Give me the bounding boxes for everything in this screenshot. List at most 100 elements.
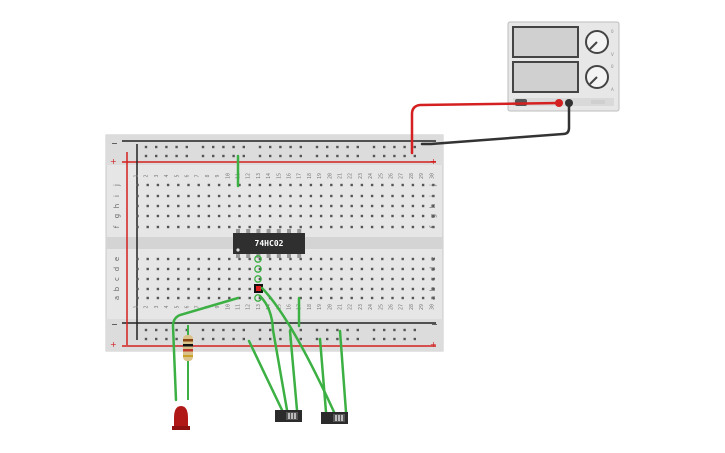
breadboard-hole[interactable]	[381, 214, 384, 218]
breadboard-hole[interactable]	[319, 277, 323, 281]
breadboard-hole[interactable]	[258, 296, 262, 300]
breadboard-hole[interactable]	[279, 277, 282, 281]
breadboard-hole[interactable]	[289, 296, 292, 300]
breadboard-hole[interactable]	[187, 267, 190, 271]
breadboard-hole[interactable]	[411, 277, 415, 281]
breadboard-hole[interactable]	[258, 204, 262, 208]
rail-hole[interactable]	[165, 154, 168, 158]
breadboard-hole[interactable]	[156, 194, 160, 198]
breadboard-hole[interactable]	[279, 194, 282, 198]
breadboard-hole[interactable]	[289, 183, 292, 187]
breadboard-hole[interactable]	[279, 183, 282, 187]
rail-hole[interactable]	[144, 337, 148, 341]
breadboard-hole[interactable]	[197, 204, 200, 208]
breadboard-hole[interactable]	[166, 287, 170, 291]
rail-hole[interactable]	[356, 337, 359, 341]
breadboard-hole[interactable]	[289, 194, 292, 198]
rail-hole[interactable]	[201, 145, 205, 149]
rail-hole[interactable]	[242, 145, 245, 149]
breadboard-hole[interactable]	[166, 183, 170, 187]
rail-hole[interactable]	[372, 145, 376, 149]
breadboard-hole[interactable]	[432, 183, 435, 187]
rail-hole[interactable]	[403, 337, 406, 341]
breadboard-hole[interactable]	[217, 194, 221, 198]
rail-hole[interactable]	[413, 154, 416, 158]
breadboard-hole[interactable]	[166, 277, 170, 281]
rail-hole[interactable]	[175, 337, 178, 341]
breadboard-hole[interactable]	[309, 287, 313, 291]
breadboard-hole[interactable]	[146, 194, 149, 198]
breadboard-hole[interactable]	[421, 277, 425, 281]
led-red[interactable]	[172, 406, 190, 430]
breadboard-hole[interactable]	[350, 267, 353, 271]
slide-switch-1[interactable]	[275, 410, 302, 422]
rail-hole[interactable]	[346, 328, 349, 332]
breadboard-hole[interactable]	[432, 287, 435, 291]
breadboard-hole[interactable]	[391, 194, 394, 198]
breadboard-hole[interactable]	[136, 194, 139, 198]
rail-hole[interactable]	[383, 154, 386, 158]
rail-hole[interactable]	[165, 328, 168, 332]
breadboard-hole[interactable]	[136, 225, 139, 229]
rail-hole[interactable]	[269, 154, 272, 158]
breadboard-hole[interactable]	[136, 296, 139, 300]
breadboard-hole[interactable]	[370, 296, 374, 300]
rail-hole[interactable]	[299, 337, 302, 341]
rail-hole[interactable]	[242, 328, 245, 332]
rail-hole[interactable]	[299, 145, 302, 149]
breadboard-hole[interactable]	[177, 257, 180, 261]
breadboard-hole[interactable]	[299, 183, 302, 187]
rail-hole[interactable]	[175, 145, 178, 149]
rail-hole[interactable]	[201, 337, 205, 341]
breadboard-hole[interactable]	[146, 296, 149, 300]
breadboard-hole[interactable]	[299, 204, 302, 208]
breadboard-hole[interactable]	[401, 267, 404, 271]
breadboard-hole[interactable]	[299, 287, 302, 291]
breadboard-hole[interactable]	[319, 183, 323, 187]
breadboard-hole[interactable]	[330, 204, 333, 208]
breadboard-hole[interactable]	[330, 267, 333, 271]
breadboard-hole[interactable]	[381, 183, 384, 187]
breadboard-hole[interactable]	[217, 257, 221, 261]
breadboard-hole[interactable]	[268, 183, 272, 187]
breadboard-hole[interactable]	[411, 204, 415, 208]
breadboard-hole[interactable]	[319, 194, 323, 198]
rail-hole[interactable]	[346, 337, 349, 341]
breadboard-hole[interactable]	[421, 257, 425, 261]
rail-hole[interactable]	[299, 328, 302, 332]
breadboard-hole[interactable]	[268, 214, 272, 218]
breadboard-hole[interactable]	[136, 267, 139, 271]
breadboard-hole[interactable]	[340, 194, 343, 198]
breadboard-hole[interactable]	[360, 296, 364, 300]
breadboard-hole[interactable]	[279, 204, 282, 208]
rail-hole[interactable]	[258, 145, 262, 149]
breadboard-hole[interactable]	[360, 287, 364, 291]
rail-hole[interactable]	[403, 145, 406, 149]
voltage-knob[interactable]	[585, 30, 609, 54]
breadboard-hole[interactable]	[187, 296, 190, 300]
breadboard-hole[interactable]	[207, 296, 211, 300]
breadboard-hole[interactable]	[207, 214, 211, 218]
breadboard-hole[interactable]	[279, 257, 282, 261]
rail-hole[interactable]	[299, 154, 302, 158]
breadboard-hole[interactable]	[299, 225, 302, 229]
breadboard-hole[interactable]	[289, 277, 292, 281]
breadboard-hole[interactable]	[228, 277, 231, 281]
rail-hole[interactable]	[212, 145, 215, 149]
breadboard-hole[interactable]	[370, 225, 374, 229]
breadboard-hole[interactable]	[370, 267, 374, 271]
rail-hole[interactable]	[258, 337, 262, 341]
rail-hole[interactable]	[155, 154, 158, 158]
breadboard-hole[interactable]	[401, 296, 404, 300]
breadboard-hole[interactable]	[279, 296, 282, 300]
rail-hole[interactable]	[356, 328, 359, 332]
rail-hole[interactable]	[289, 145, 292, 149]
rail-hole[interactable]	[175, 328, 178, 332]
breadboard-hole[interactable]	[136, 287, 139, 291]
breadboard-hole[interactable]	[381, 204, 384, 208]
breadboard-hole[interactable]	[319, 204, 323, 208]
breadboard-hole[interactable]	[217, 277, 221, 281]
rail-hole[interactable]	[212, 328, 215, 332]
breadboard-hole[interactable]	[360, 183, 364, 187]
breadboard-hole[interactable]	[421, 296, 425, 300]
